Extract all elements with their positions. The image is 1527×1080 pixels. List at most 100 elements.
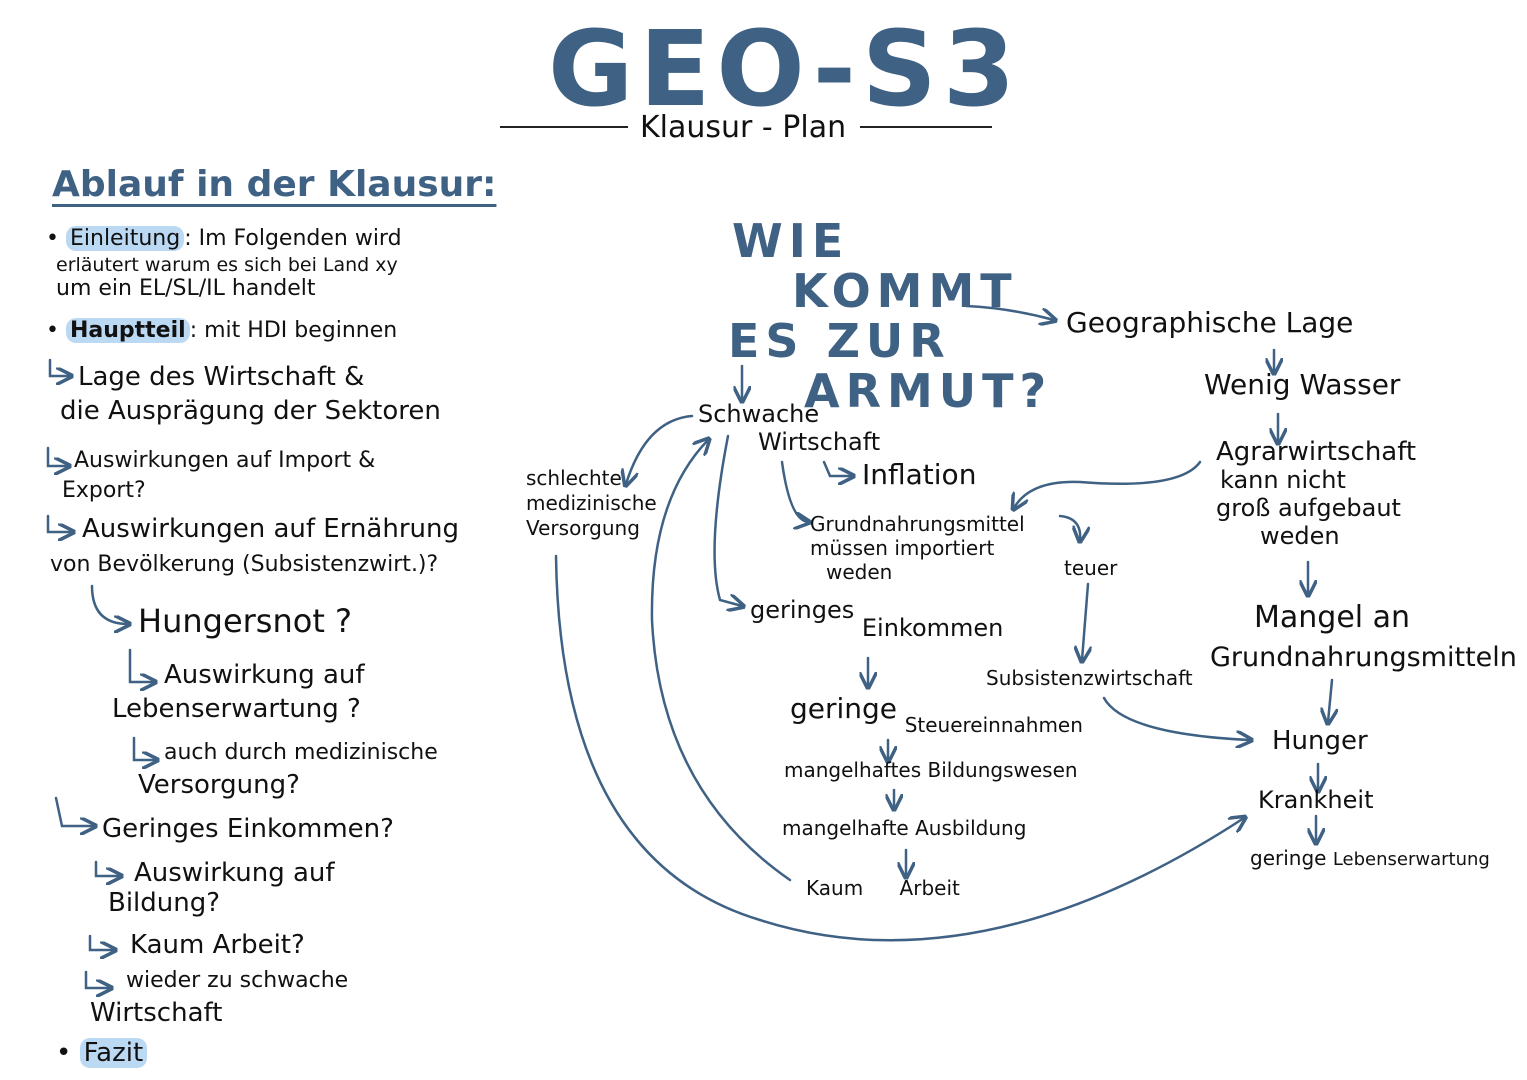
node-line: Arbeit [899, 876, 960, 900]
question-line: WIE [732, 214, 850, 268]
arrow-subsistenz-to-hunger [1102, 696, 1250, 740]
node-krankheit: Krankheit [1258, 786, 1374, 814]
node-bildungswesen: mangelhaftes Bildungswesen [784, 758, 1078, 782]
node-line: Einkommen [861, 614, 1004, 642]
node-line: schlechte [526, 466, 622, 490]
hook-arrow [132, 736, 156, 760]
item-import-2: Export? [62, 478, 146, 503]
node-line: Lebenserwartung [1332, 849, 1490, 870]
title-rule-left [500, 126, 628, 128]
node-steuereinnahmen: geringe Steuereinnahmen [790, 692, 1083, 737]
hauptteil-label: Hauptteil [65, 318, 190, 343]
node-line: geringe [790, 692, 898, 725]
item-lebenserwartung-1: Auswirkung auf [164, 660, 365, 690]
arrow-wirtschaft-to-medizin [626, 414, 694, 484]
hook-arrow [46, 514, 72, 532]
node-inflation: Inflation [862, 458, 977, 491]
page-subtitle: Klausur - Plan [640, 110, 847, 145]
hook-arrow [48, 358, 70, 376]
node-line: Schwache [698, 400, 820, 428]
node-line: Agrarwirtschaft [1216, 437, 1417, 467]
arrow-wirtschaft-to-inflation [822, 460, 852, 476]
item-ernaehrung-2: von Bevölkerung (Subsistenzwirt.)? [50, 552, 439, 577]
hook-arrow [54, 796, 94, 826]
einleitung-text: : Im Folgenden wird [184, 226, 402, 251]
item-lebenserwartung-2: Lebenserwartung ? [112, 694, 361, 724]
node-agrarwirtschaft: Agrarwirtschaft kann nicht groß aufgebau… [1216, 438, 1416, 550]
einleitung-line-2: erläutert warum es sich bei Land xy [56, 254, 398, 276]
central-question: WIE KOMMT ES ZUR ARMUT? [728, 216, 1052, 416]
einleitung-line-3: um ein EL/SL/IL handelt [56, 276, 316, 301]
item-schwache-2: Wirtschaft [90, 998, 223, 1028]
arrow-arbeit-to-wirtschaft [650, 440, 792, 882]
node-geographische-lage: Geographische Lage [1066, 306, 1354, 339]
arrow-mangel-to-hunger [1328, 678, 1332, 722]
node-line: Kaum [806, 876, 864, 900]
arrow-wirtschaft-to-einkommen [713, 434, 742, 606]
bullet-dot: • [46, 226, 59, 251]
item-wirtschaft-2: die Ausprägung der Sektoren [60, 396, 441, 426]
hook-arrow [46, 446, 68, 466]
node-line: Versorgung [526, 516, 640, 540]
node-ausbildung: mangelhafte Ausbildung [782, 816, 1027, 840]
bullet-dot: • [46, 318, 59, 343]
question-line: ES ZUR [728, 314, 951, 368]
item-ernaehrung-1: Auswirkungen auf Ernährung [82, 514, 459, 544]
item-medizin-1: auch durch medizinische [164, 740, 438, 765]
node-line: kann nicht [1220, 466, 1346, 494]
arrow-medizin-to-krankheit [554, 554, 1244, 942]
hook-arrow [84, 970, 110, 988]
fazit-label: Fazit [79, 1038, 148, 1068]
item-bildung-1: Auswirkung auf [134, 858, 335, 888]
node-line: weden [826, 560, 893, 584]
node-geringe-lebenserwartung: geringe Lebenserwartung [1250, 846, 1490, 870]
hauptteil-line: • Hauptteil: mit HDI beginnen [46, 318, 397, 343]
arrow-grund-to-teuer [1058, 514, 1080, 540]
item-bildung-2: Bildung? [108, 888, 221, 918]
node-line: müssen importiert [810, 536, 995, 560]
arrow-agrar-to-grund [1014, 460, 1202, 508]
node-hunger: Hunger [1272, 726, 1368, 756]
node-geringes-einkommen: geringes Einkommen [750, 596, 1003, 642]
item-wirtschaft-1: Lage des Wirtschaft & [78, 362, 365, 392]
hook-arrow [128, 648, 154, 682]
fazit-line: • Fazit [56, 1038, 148, 1068]
node-line: Steuereinnahmen [904, 713, 1083, 737]
node-line: geringe [1250, 846, 1327, 870]
section-heading: Ablauf in der Klausur: [52, 164, 497, 205]
bullet-dot: • [56, 1038, 72, 1068]
node-line: Mangel an [1254, 600, 1411, 635]
item-medizin-2: Versorgung? [138, 770, 300, 800]
item-hungersnot: Hungersnot ? [138, 602, 353, 640]
question-line: ARMUT? [804, 364, 1053, 418]
question-line: KOMMT [792, 264, 1018, 318]
node-line: medizinische [526, 491, 657, 515]
hauptteil-text: : mit HDI beginnen [189, 318, 398, 343]
item-einkommen: Geringes Einkommen? [102, 814, 394, 844]
item-schwache-1: wieder zu schwache [126, 968, 349, 993]
node-line: weden [1260, 522, 1340, 550]
hook-arrow [88, 934, 114, 950]
einleitung-line-1: • Einleitung: Im Folgenden wird [46, 226, 402, 251]
arrow-wirtschaft-to-grund [780, 460, 808, 522]
hook-arrow [94, 860, 120, 876]
node-line: Grundnahrungsmittel [810, 512, 1025, 536]
arrow-teuer-to-subsistenz [1082, 582, 1088, 660]
node-line: geringes [750, 596, 855, 624]
node-line: Grundnahrungsmitteln [1210, 642, 1517, 673]
node-line: groß aufgebaut [1216, 494, 1401, 522]
arrow-question-to-lage [964, 304, 1054, 320]
einleitung-label: Einleitung [65, 226, 185, 251]
node-wenig-wasser: Wenig Wasser [1204, 368, 1401, 401]
title-rule-right [860, 126, 992, 128]
node-line: Wirtschaft [758, 428, 881, 456]
page-title: GEO-S3 [548, 8, 1022, 130]
hook-arrow [90, 584, 128, 624]
node-mangel: Mangel an Grundnahrungsmitteln [1210, 598, 1517, 678]
node-schwache-wirtschaft: Schwache Wirtschaft [698, 400, 880, 456]
item-import-1: Auswirkungen auf Import & [74, 448, 376, 473]
node-grundnahrungsmittel: Grundnahrungsmittel müssen importiert we… [810, 512, 1025, 584]
item-kaum-arbeit: Kaum Arbeit? [130, 930, 305, 960]
node-medizinische-versorgung: schlechte medizinische Versorgung [526, 466, 657, 541]
